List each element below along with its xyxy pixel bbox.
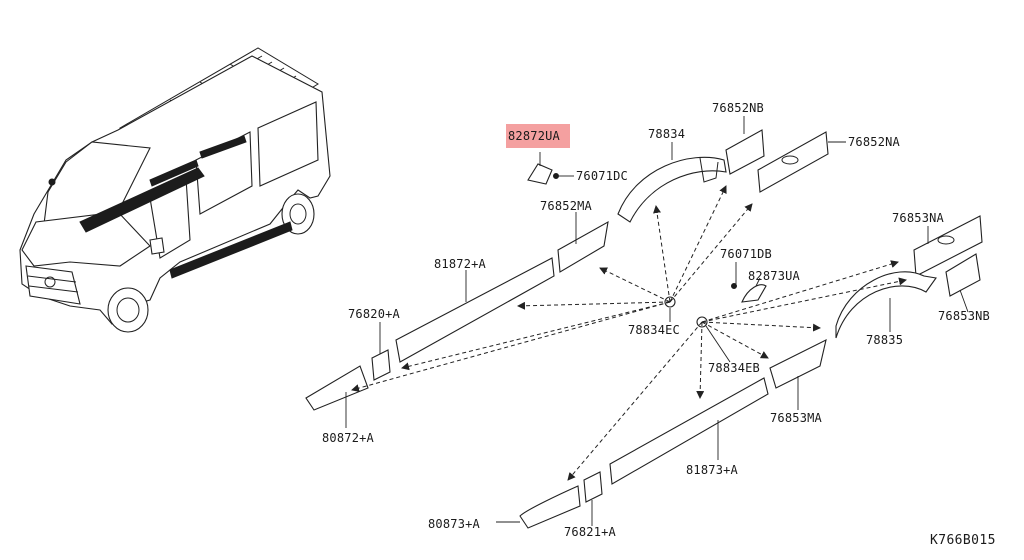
label-82873UA[interactable]: 82873UA [748,269,801,283]
part-80873A-shape [496,485,581,529]
label-76071DC[interactable]: 76071DC [576,169,628,183]
part-78835-shape [835,271,937,339]
label-76853MA[interactable]: 76853MA [770,411,823,425]
part-81873A-shape [609,377,769,485]
label-78834EB[interactable]: 78834EB [708,361,760,375]
label-82872UA[interactable]: 82872UA [508,129,561,143]
part-82872UA-shape [527,152,574,185]
part-82873UA-shape [731,262,767,303]
label-76852NB[interactable]: 76852NB [712,101,764,115]
label-81873A[interactable]: 81873+A [686,463,739,477]
part-76821A-shape [583,471,603,526]
part-76852MA-shape [557,212,609,273]
part-76853NA-shape [913,215,983,277]
label-81872A[interactable]: 81872+A [434,257,487,271]
label-76852NA[interactable]: 76852NA [848,135,901,149]
label-76853NA[interactable]: 76853NA [892,211,945,225]
label-78834[interactable]: 78834 [648,127,685,141]
part-78834-shape [617,142,727,223]
label-78835[interactable]: 78835 [866,333,903,347]
part-76853MA-shape [769,338,827,410]
label-76821A[interactable]: 76821+A [564,525,617,539]
part-76852NA-shape [757,131,846,193]
part-76853NB-shape [945,253,981,313]
part-81872A-shape [395,257,555,363]
label-76852MA[interactable]: 76852MA [540,199,593,213]
part-76852NB-shape [725,116,765,175]
part-80872A-shape [305,365,369,428]
van-illustration [19,47,331,333]
label-80873A[interactable]: 80873+A [428,517,481,531]
label-76071DB[interactable]: 76071DB [720,247,772,261]
part-76820A-shape [371,322,391,381]
label-80872A[interactable]: 80872+A [322,431,375,445]
assembly-arrows [351,185,907,481]
label-78834EC[interactable]: 78834EC [628,323,680,337]
label-76853NB[interactable]: 76853NB [938,309,990,323]
highlight-box [506,124,570,148]
label-76820A[interactable]: 76820+A [348,307,401,321]
diagram-reference-id: K766B015 [930,533,996,548]
